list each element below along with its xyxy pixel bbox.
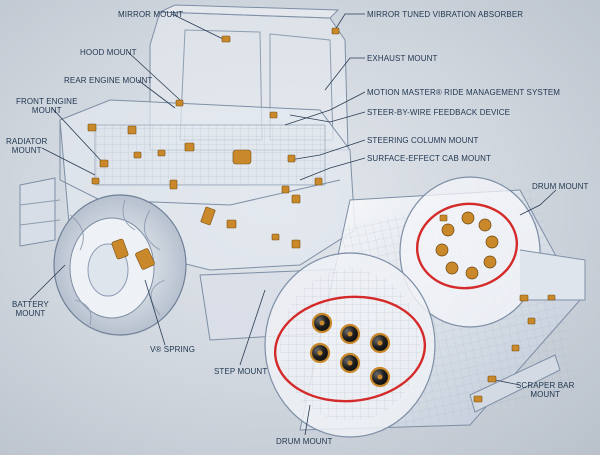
label-front-engine-mount-line2: MOUNT xyxy=(31,106,62,115)
mount-parts xyxy=(87,27,556,403)
scraper-bar xyxy=(469,354,561,413)
label-battery-mount-line1: BATTERY xyxy=(12,300,49,309)
label-radiator-mount: RADIATOR MOUNT xyxy=(6,137,47,155)
label-battery-mount-line2: MOUNT xyxy=(15,309,46,318)
rear-tire xyxy=(53,194,187,336)
highlight-top-drum-mount xyxy=(415,202,519,290)
label-mirror-tuned-vibration-absorber: MIRROR TUNED VIBRATION ABSORBER xyxy=(367,10,524,19)
label-front-engine-mount: FRONT ENGINE MOUNT xyxy=(16,97,78,115)
drum-mount-cluster-bottom xyxy=(309,312,391,388)
label-radiator-mount-line1: RADIATOR xyxy=(6,137,48,146)
label-scraper-bar-mount-line1: SCRAPER BAR xyxy=(516,381,575,390)
label-motion-master: MOTION MASTER® RIDE MANAGEMENT SYSTEM xyxy=(367,88,561,97)
label-front-engine-mount-line1: FRONT ENGINE xyxy=(16,97,78,106)
leader-lines xyxy=(29,13,557,436)
label-hood-mount: HOOD MOUNT xyxy=(80,48,137,57)
highlight-bottom-drum-mount xyxy=(273,295,427,403)
label-v-spring: V® SPRING xyxy=(150,345,196,354)
label-mirror-mount: MIRROR MOUNT xyxy=(118,10,184,19)
label-scraper-bar-mount: SCRAPER BAR MOUNT xyxy=(516,381,574,399)
drum xyxy=(264,176,586,438)
label-rear-engine-mount: REAR ENGINE MOUNT xyxy=(64,76,153,85)
label-exhaust-mount: EXHAUST MOUNT xyxy=(367,54,438,63)
label-steer-by-wire: STEER-BY-WIRE FEEDBACK DEVICE xyxy=(367,108,511,117)
label-steering-column-mount: STEERING COLUMN MOUNT xyxy=(367,136,479,145)
label-drum-mount-top: DRUM MOUNT xyxy=(532,182,589,191)
drum-mount-ring-top xyxy=(435,211,499,280)
label-scraper-bar-mount-line2: MOUNT xyxy=(530,390,561,399)
label-radiator-mount-line2: MOUNT xyxy=(11,146,42,155)
label-step-mount: STEP MOUNT xyxy=(214,367,268,376)
label-drum-mount-bottom: DRUM MOUNT xyxy=(276,437,333,446)
label-battery-mount: BATTERY MOUNT xyxy=(12,300,49,318)
highlight-circles xyxy=(273,202,519,403)
label-surface-effect-cab-mount: SURFACE-EFFECT CAB MOUNT xyxy=(367,154,492,163)
